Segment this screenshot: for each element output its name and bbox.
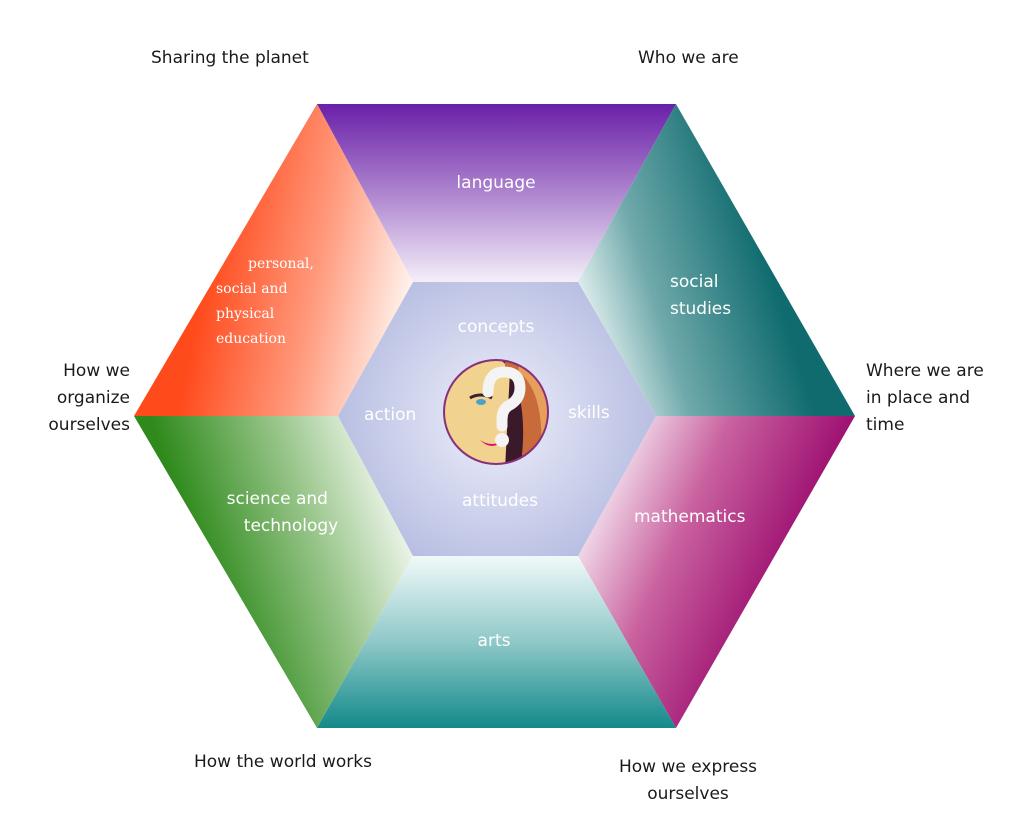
skills-label: skills bbox=[568, 403, 610, 423]
pspe-label: personal, social and physical education bbox=[216, 256, 318, 347]
science-line-2: technology bbox=[244, 516, 338, 536]
social-studies-line-1: social bbox=[670, 272, 718, 292]
arts-label: arts bbox=[478, 631, 511, 651]
attitudes-label: attitudes bbox=[462, 491, 538, 511]
science-technology-segment bbox=[134, 416, 413, 728]
mathematics-segment bbox=[578, 416, 855, 728]
theme-express-line-2: ourselves bbox=[647, 784, 729, 804]
pspe-line-3: physical bbox=[216, 306, 275, 322]
theme-organize-line-2: organize bbox=[56, 388, 130, 408]
language-label: language bbox=[456, 173, 535, 193]
action-label: action bbox=[364, 405, 416, 425]
theme-organize-line-1: How we bbox=[63, 361, 130, 381]
pspe-line-1: personal, bbox=[248, 256, 314, 272]
science-technology-label: science and technology bbox=[227, 489, 339, 536]
theme-where-line-1: Where we are bbox=[866, 361, 984, 381]
science-line-1: science and bbox=[227, 489, 328, 509]
theme-how-we-organize: How we organize ourselves bbox=[14, 358, 130, 439]
social-studies-segment bbox=[578, 104, 855, 416]
social-studies-line-2: studies bbox=[670, 299, 731, 319]
pspe-line-2: social and bbox=[216, 281, 288, 297]
theme-who-we-are: Who we are bbox=[638, 48, 739, 68]
theme-how-the-world-works: How the world works bbox=[194, 752, 373, 772]
theme-where-we-are: Where we are in place and time bbox=[866, 358, 984, 439]
theme-how-we-express: How we express ourselves bbox=[596, 754, 780, 808]
theme-where-line-2: in place and bbox=[866, 388, 971, 408]
social-studies-label: social studies bbox=[670, 272, 731, 319]
arts-segment bbox=[317, 556, 676, 728]
language-segment bbox=[317, 104, 676, 282]
mathematics-label: mathematics bbox=[634, 507, 746, 527]
pspe-line-4: education bbox=[216, 331, 286, 347]
theme-where-line-3: time bbox=[866, 415, 905, 435]
theme-express-line-1: How we express bbox=[618, 757, 758, 777]
theme-sharing-the-planet: Sharing the planet bbox=[151, 48, 309, 68]
concepts-label: concepts bbox=[458, 317, 535, 337]
pspe-segment bbox=[134, 104, 413, 416]
theme-organize-line-3: ourselves bbox=[48, 415, 130, 435]
